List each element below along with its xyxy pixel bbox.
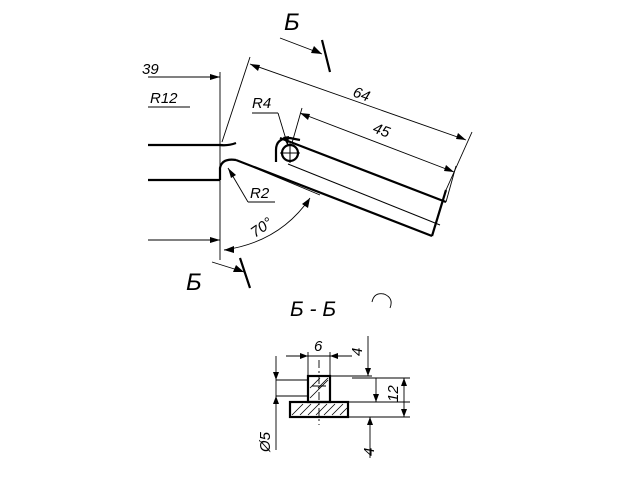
dia-arrow-bottom: [273, 396, 279, 404]
angle-arc: [223, 197, 311, 251]
dim-64-ext-end: [445, 131, 473, 191]
dia-label: Ø5: [257, 431, 274, 453]
dim-12-arrow-bottom: [401, 409, 407, 417]
dim-6-arrow-left: [300, 353, 308, 359]
section-markers: Б Б: [186, 9, 332, 296]
dim-12-arrow-top: [401, 378, 407, 386]
angle-arrow-end: [302, 198, 310, 208]
section-hatch: [291, 377, 348, 416]
dim-4-bottom-arrow: [367, 417, 373, 425]
bent-plate-view: [148, 136, 448, 238]
dim-r4-label: R4: [252, 95, 271, 112]
incline-lower-edge: [235, 158, 433, 238]
section-mark-bottom: Б: [186, 269, 202, 296]
section-mark-top: Б: [284, 9, 300, 36]
dim-64-ext-start: [221, 56, 251, 143]
section-view: Б - Б 6 4: [257, 293, 410, 458]
dim-12-label: 12: [385, 385, 402, 402]
dim-64-label: 64: [351, 84, 372, 106]
dim-r2-label: R2: [250, 185, 270, 202]
dim-45-ext-end: [445, 165, 457, 203]
dim-45-ext-start: [291, 107, 303, 144]
section-arrow-bottom-head: [233, 265, 244, 272]
dim-4-top-arrow: [365, 368, 371, 376]
dim-bottom-arrow: [210, 237, 220, 243]
dim-6-label: 6: [314, 338, 323, 355]
dim-45-arrow-start: [300, 113, 310, 120]
section-arrow-top-head: [311, 46, 322, 54]
incline-inner-line: [287, 163, 441, 226]
angle-label: 70°: [248, 214, 276, 241]
section-cut-top: [320, 39, 332, 73]
dia-arrow-top: [273, 372, 279, 380]
bend-outer: [219, 141, 237, 147]
dim-45-label: 45: [371, 120, 393, 142]
dim-r12-label: R12: [150, 90, 178, 107]
dim-64-arrow-end: [456, 133, 466, 140]
dim-6-arrow-right: [330, 353, 338, 359]
dim-4-bottom-label: 4: [361, 448, 378, 456]
incline-upper-edge: [279, 136, 447, 204]
dim-64-arrow-start: [250, 64, 260, 71]
dim-39-arrow: [210, 74, 220, 80]
main-dimensions: 39 R12 64 45 R4 R2 70: [142, 56, 473, 260]
section-title: Б - Б: [290, 298, 336, 321]
rotation-sign: [371, 293, 392, 309]
dim-39-label: 39: [142, 61, 159, 78]
dim-r4-arrow: [283, 136, 289, 146]
dim-4-top-label: 4: [349, 348, 366, 356]
dim-45-line: [299, 112, 455, 173]
angle-ext-line: [235, 159, 321, 196]
section-cut-bottom: [238, 257, 252, 289]
dim-45-arrow-end: [444, 165, 454, 172]
dim-mid-arrow: [373, 394, 379, 402]
incline-end: [430, 189, 448, 237]
dim-64-line: [249, 63, 467, 141]
angle-arrow-start: [224, 246, 234, 253]
groove-head: [274, 136, 301, 151]
dim-r2-arrow: [228, 168, 236, 178]
